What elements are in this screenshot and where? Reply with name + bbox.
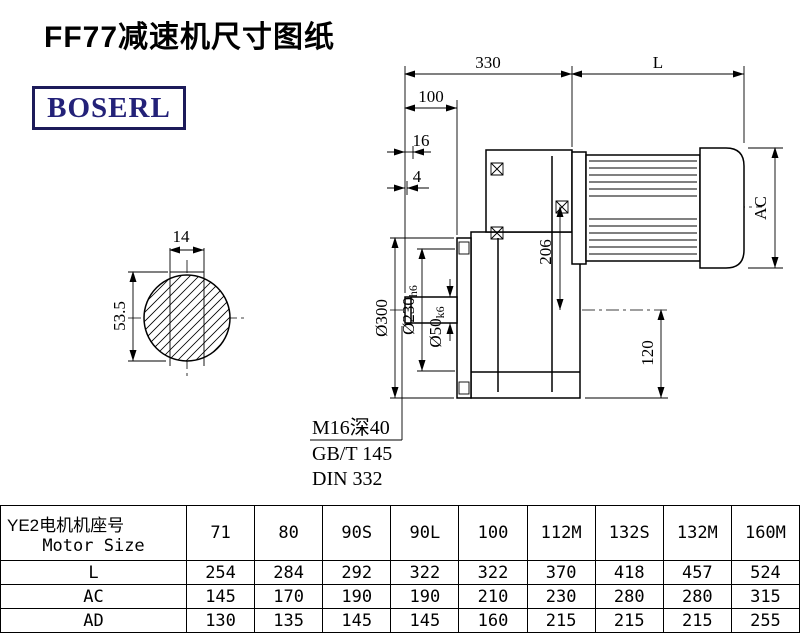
- keyway-depth-label: 53.5: [110, 301, 129, 331]
- flange-bolt-hole-top: [458, 241, 470, 255]
- size-col-header: 160M: [730, 505, 800, 561]
- dimension-annotations: 330 L 100 16 4 AC 206: [310, 53, 783, 490]
- row-label: AD: [0, 608, 187, 633]
- dim-spigot-label: Ø230h6: [399, 285, 420, 335]
- dim-value: 160: [458, 608, 528, 633]
- dim-value: 130: [185, 608, 256, 633]
- output-shaft: [404, 296, 458, 324]
- dim-value: 280: [594, 584, 664, 609]
- dim-value: 370: [526, 560, 596, 585]
- dim-L-label: L: [653, 53, 663, 72]
- dim-330-label: 330: [475, 53, 501, 72]
- motor-size-header-cn: YE2电机机座号: [7, 515, 125, 535]
- dim-flange-od-label: Ø300: [372, 299, 391, 337]
- dim-value: 135: [254, 608, 324, 633]
- output-flange: [456, 237, 472, 399]
- page-title: FF77减速机尺寸图纸: [44, 21, 336, 54]
- motor-size-header-en: Motor Size: [42, 535, 145, 556]
- dim-value: 145: [390, 608, 460, 633]
- dim-value: 215: [594, 608, 664, 633]
- brand-logo: BOSERL: [32, 86, 186, 130]
- row-label: AC: [0, 584, 187, 609]
- size-col-header: 80: [254, 505, 324, 561]
- dim-shaft-d-label: Ø50k6: [426, 306, 447, 347]
- gearbox-main-view: [390, 147, 762, 399]
- flange-bolt-hole-bottom: [458, 381, 470, 395]
- dim-value: 170: [254, 584, 324, 609]
- dim-value: 322: [458, 560, 528, 585]
- dim-value: 145: [185, 584, 256, 609]
- dim-value: 457: [662, 560, 732, 585]
- size-col-header: 132S: [594, 505, 664, 561]
- dim-value: 145: [322, 608, 392, 633]
- dim-value: 322: [390, 560, 460, 585]
- input-housing: [485, 149, 573, 233]
- size-col-header: 90S: [322, 505, 392, 561]
- dim-value: 190: [390, 584, 460, 609]
- dim-16-label: 16: [413, 131, 430, 150]
- dim-206-label: 206: [536, 239, 555, 265]
- bolt-symbol-2: [490, 226, 504, 240]
- motor-body: [585, 154, 701, 262]
- dim-value: 230: [526, 584, 596, 609]
- shaft-section-view: 14 53.5: [110, 227, 248, 378]
- dimension-table: YE2电机机座号 Motor Size 71 80 90S 90L 100 11…: [0, 505, 800, 633]
- dim-value: 190: [322, 584, 392, 609]
- dim-value: 255: [730, 608, 800, 633]
- table-row-AC: AC 145 170 190 190 210 230 280 280 315: [0, 584, 800, 609]
- dim-value: 284: [254, 560, 324, 585]
- size-col-header: 71: [185, 505, 256, 561]
- row-label: L: [0, 560, 187, 585]
- din-standard-note: DIN 332: [312, 468, 383, 490]
- dim-100-label: 100: [418, 87, 444, 106]
- dim-value: 315: [730, 584, 800, 609]
- brand-logo-text: BOSERL: [47, 91, 171, 124]
- size-col-header: 132M: [662, 505, 732, 561]
- dim-120-label: 120: [638, 340, 657, 366]
- motor-fins: [589, 160, 697, 255]
- gear-housing: [470, 231, 581, 399]
- size-col-header: 112M: [526, 505, 596, 561]
- technical-drawing: 14 53.5: [110, 53, 783, 490]
- dim-value: 215: [662, 608, 732, 633]
- fan-cowl: [699, 147, 745, 269]
- dim-value: 210: [458, 584, 528, 609]
- table-row-L: L 254 284 292 322 322 370 418 457 524: [0, 560, 800, 585]
- section-hatching: [144, 275, 230, 361]
- dim-value: 280: [662, 584, 732, 609]
- table-header-row: YE2电机机座号 Motor Size 71 80 90S 90L 100 11…: [0, 505, 800, 561]
- dim-AC-label: AC: [751, 196, 770, 220]
- keyway-width-label: 14: [173, 227, 191, 246]
- dim-value: 418: [594, 560, 664, 585]
- dim-value: 254: [185, 560, 256, 585]
- motor-size-header-cell: YE2电机机座号 Motor Size: [0, 505, 187, 561]
- table-row-AD: AD 130 135 145 145 160 215 215 215 255: [0, 608, 800, 633]
- size-col-header: 100: [458, 505, 528, 561]
- motor-adapter: [571, 151, 587, 265]
- dim-value: 292: [322, 560, 392, 585]
- tap-hole-note: M16深40: [312, 416, 390, 439]
- dim-value: 524: [730, 560, 800, 585]
- size-col-header: 90L: [390, 505, 460, 561]
- dim-4-label: 4: [413, 167, 422, 186]
- bolt-symbol-1: [490, 162, 504, 176]
- dim-value: 215: [526, 608, 596, 633]
- gb-standard-note: GB/T 145: [312, 443, 392, 465]
